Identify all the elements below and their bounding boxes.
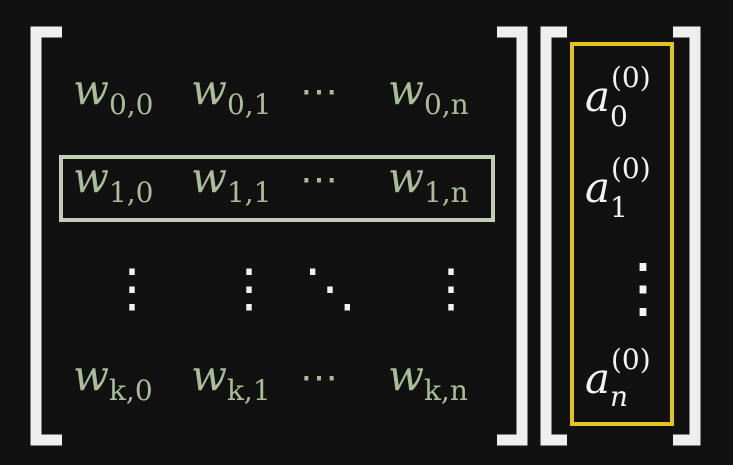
activation-entry-2: ⋮ (610, 249, 676, 326)
matrix-cell-2-2: ⋱ (304, 259, 356, 319)
vector-left-bracket (540, 26, 567, 446)
activation-entry-0: a (585, 72, 610, 121)
activation-entry-1-sub: 1 (610, 191, 628, 224)
matrix-cell-2-0: ⋮ (106, 259, 158, 319)
activation-entry-1: a (585, 163, 610, 212)
activation-entry-3-sup: (0) (611, 343, 651, 376)
activation-entry-0-sup: (0) (611, 61, 651, 94)
matrix-cell-1-3: w1,n (388, 153, 469, 209)
matrix-cell-1-0: w1,0 (73, 153, 153, 209)
matrix-cell-3-2: ⋯ (300, 355, 338, 399)
activation-entry-1-sup: (0) (611, 152, 651, 185)
matrix-cell-2-1: ⋮ (223, 259, 275, 319)
matrix-cell-1-2: ⋯ (300, 157, 338, 201)
matrix-cell-0-2: ⋯ (300, 69, 338, 113)
activation-entry-3-sub: n (610, 380, 628, 413)
activation-vector: a (0) 0 a (0) 1 ⋮ a (0) n (585, 61, 676, 413)
matrix-cell-0-0: w0,0 (73, 65, 153, 121)
activation-entry-3: a (585, 354, 610, 403)
matrix-cell-3-3: wk,n (388, 351, 468, 407)
highlighted-row-box (59, 155, 495, 222)
matrix-cell-1-1: w1,1 (191, 153, 271, 209)
matrix-left-bracket (30, 26, 62, 446)
matrix-cell-0-1: w0,1 (191, 65, 271, 121)
vector-right-bracket (673, 26, 701, 446)
matrix-right-bracket (497, 26, 528, 446)
weight-matrix: w0,0 w0,1 ⋯ w0,n w1,0 w1,1 ⋯ w1,n ⋮ ⋮ (73, 65, 477, 407)
matrix-cell-3-0: wk,0 (73, 351, 153, 407)
matrix-cell-2-3: ⋮ (425, 259, 477, 319)
matrix-cell-3-1: wk,1 (191, 351, 271, 407)
matrix-cell-0-3: w0,n (388, 65, 469, 121)
highlighted-column-box (570, 42, 674, 426)
activation-entry-0-sub: 0 (610, 100, 628, 133)
